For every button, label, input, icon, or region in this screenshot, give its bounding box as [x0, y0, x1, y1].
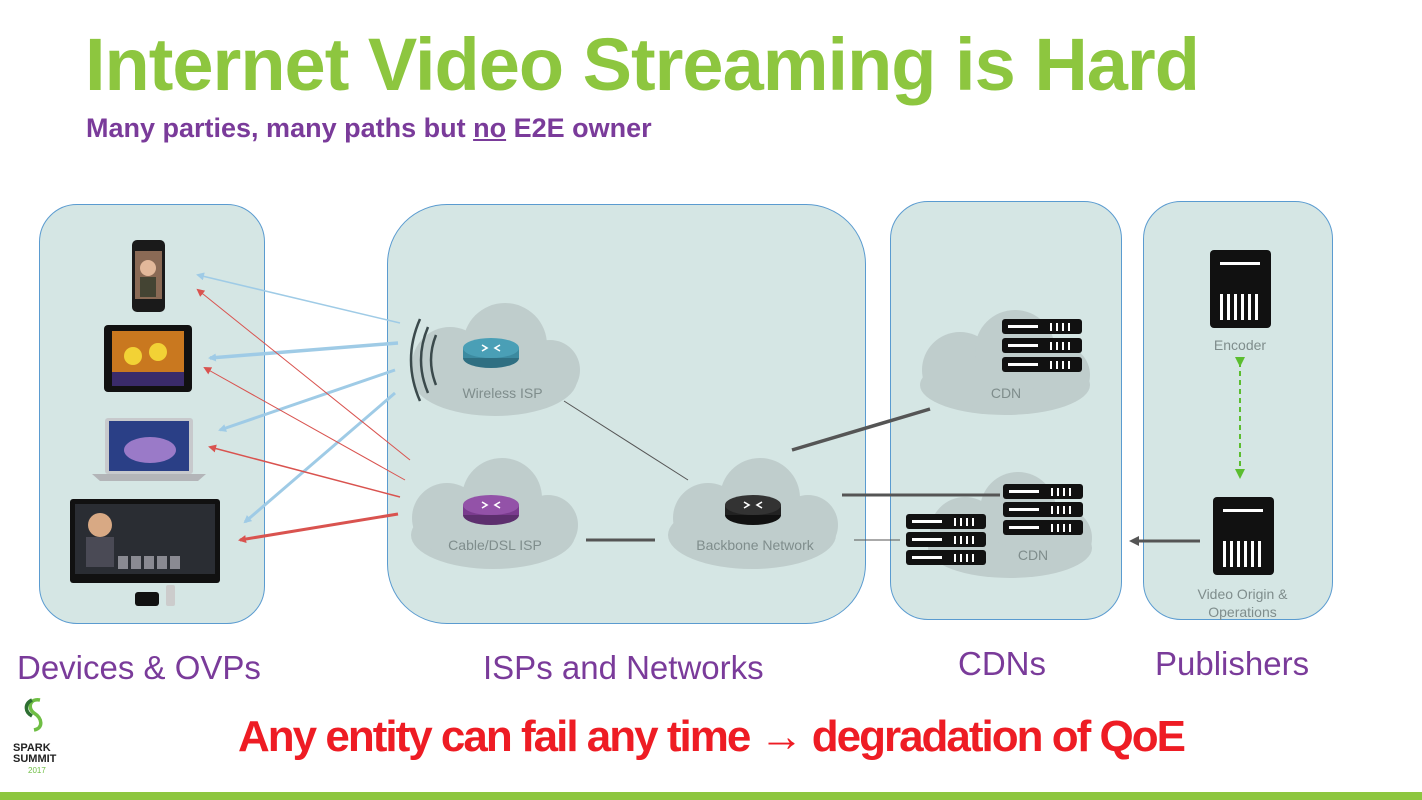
- cdn-top-servers-icon: [1002, 319, 1082, 372]
- bottom-message: Any entity can fail any time → degradati…: [0, 712, 1422, 762]
- category-publishers: Publishers: [1155, 645, 1309, 683]
- category-devices: Devices & OVPs: [17, 649, 261, 687]
- logo-year: 2017: [28, 765, 46, 776]
- tv-icon: [70, 499, 220, 606]
- cdn-bottom-servers-a-icon: [1003, 484, 1083, 535]
- cdn-top-label: CDN: [976, 385, 1036, 401]
- cdn-bottom-label: CDN: [1003, 547, 1063, 563]
- bottom-accent-bar: [0, 792, 1422, 800]
- router-wireless-icon: [463, 338, 519, 368]
- cdn-bottom-servers-b-icon: [906, 514, 986, 565]
- category-isps: ISPs and Networks: [483, 649, 764, 687]
- smartphone-icon: [132, 240, 165, 312]
- laptop-icon: [92, 418, 206, 481]
- router-backbone-icon: [725, 495, 781, 525]
- cable-isp-label: Cable/DSL ISP: [430, 537, 560, 553]
- cable-device-arrows: [198, 290, 410, 540]
- origin-label: Video Origin & Operations: [1170, 585, 1315, 621]
- tablet-icon: [104, 325, 192, 392]
- encoder-server-icon: [1210, 250, 1271, 328]
- wireless-device-arrows: [198, 275, 400, 522]
- router-cable-icon: [463, 495, 519, 525]
- backbone-label: Backbone Network: [680, 537, 830, 553]
- encoder-label: Encoder: [1195, 337, 1285, 353]
- wireless-isp-label: Wireless ISP: [440, 385, 565, 401]
- category-cdns: CDNs: [958, 645, 1046, 683]
- origin-server-icon: [1213, 497, 1274, 575]
